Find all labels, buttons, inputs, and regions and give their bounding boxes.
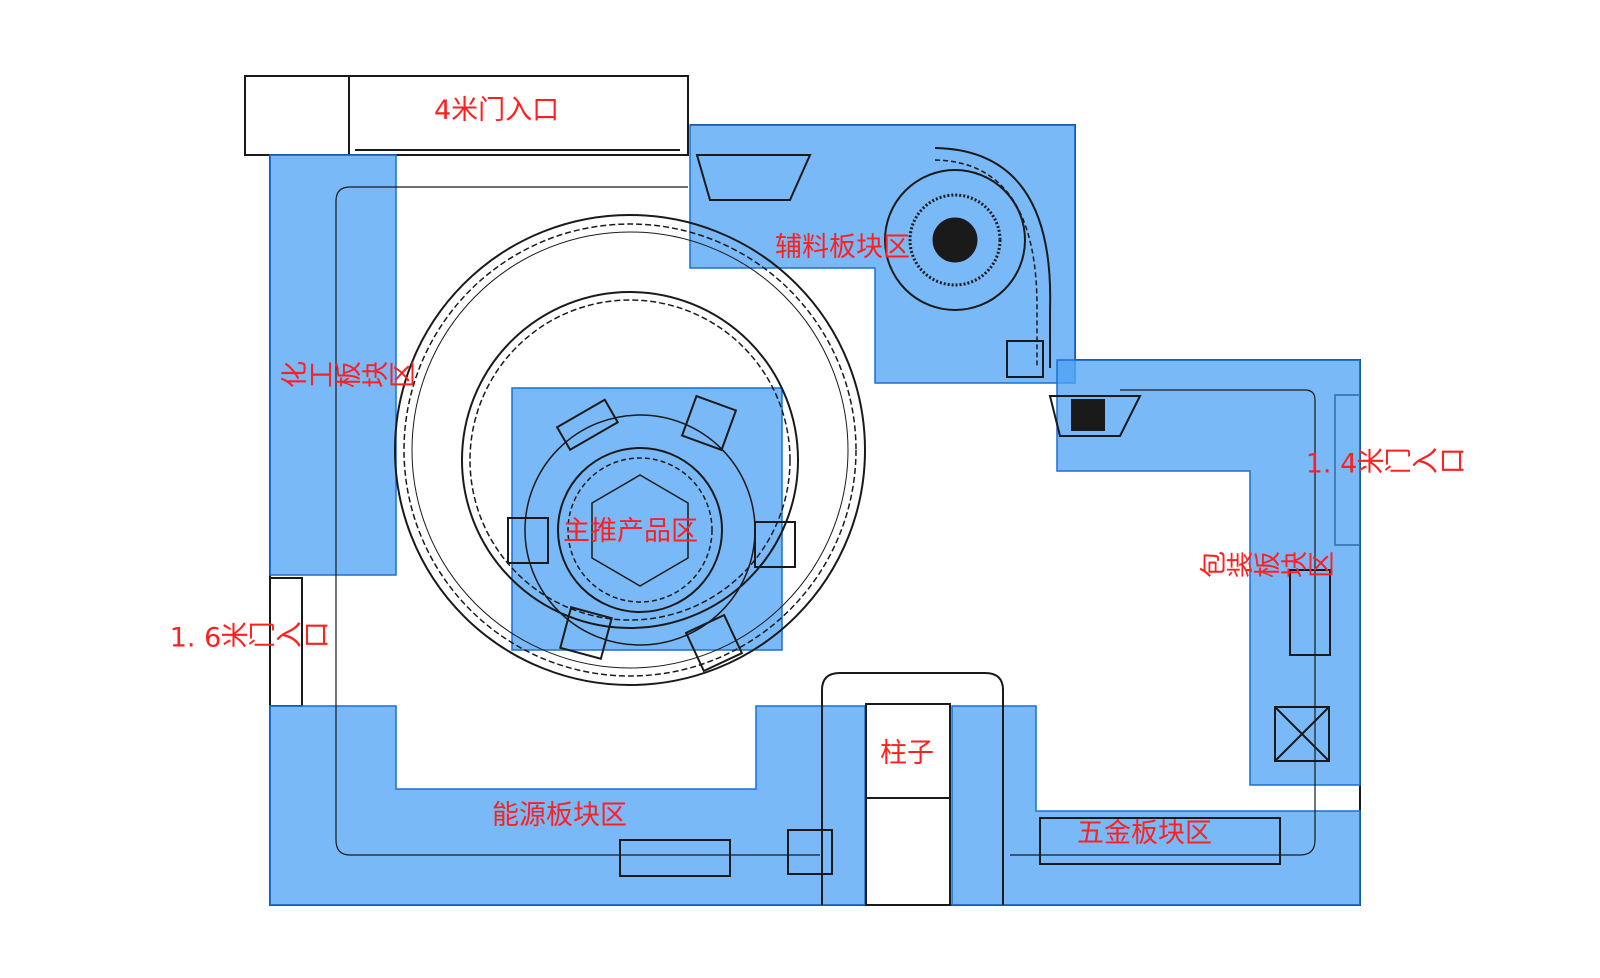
packaging-fixtures xyxy=(1048,395,1331,762)
zone-auxiliary-area xyxy=(689,124,1076,384)
entrance-4m-label: 4米门入口 xyxy=(434,95,560,126)
zone-main-label: 主推产品区 xyxy=(563,516,698,547)
zone-hardware-label: 五金板块区 xyxy=(1077,818,1212,849)
hardware-fixtures xyxy=(619,817,1281,877)
zone-chemical-area xyxy=(269,154,397,576)
zone-auxiliary-label: 辅料板块区 xyxy=(775,232,910,263)
zone-packaging-label: 包装板块区 xyxy=(1199,552,1334,583)
pillar-label: 柱子 xyxy=(880,738,934,769)
zone-chemical-label: 化工板块区 xyxy=(280,362,415,393)
entrance-14m-label: 1. 4米门入口 xyxy=(1305,448,1466,480)
entrance-16m-label: 1. 6米门入口 xyxy=(169,622,330,654)
auxiliary-fixtures xyxy=(695,147,1052,378)
central-rings xyxy=(394,214,866,686)
walkway-outline xyxy=(335,186,1316,856)
zone-energy-label: 能源板块区 xyxy=(492,800,627,831)
pillar-structure xyxy=(821,672,1004,906)
zone-packaging-area xyxy=(1056,359,1361,786)
display-cases xyxy=(507,394,796,673)
